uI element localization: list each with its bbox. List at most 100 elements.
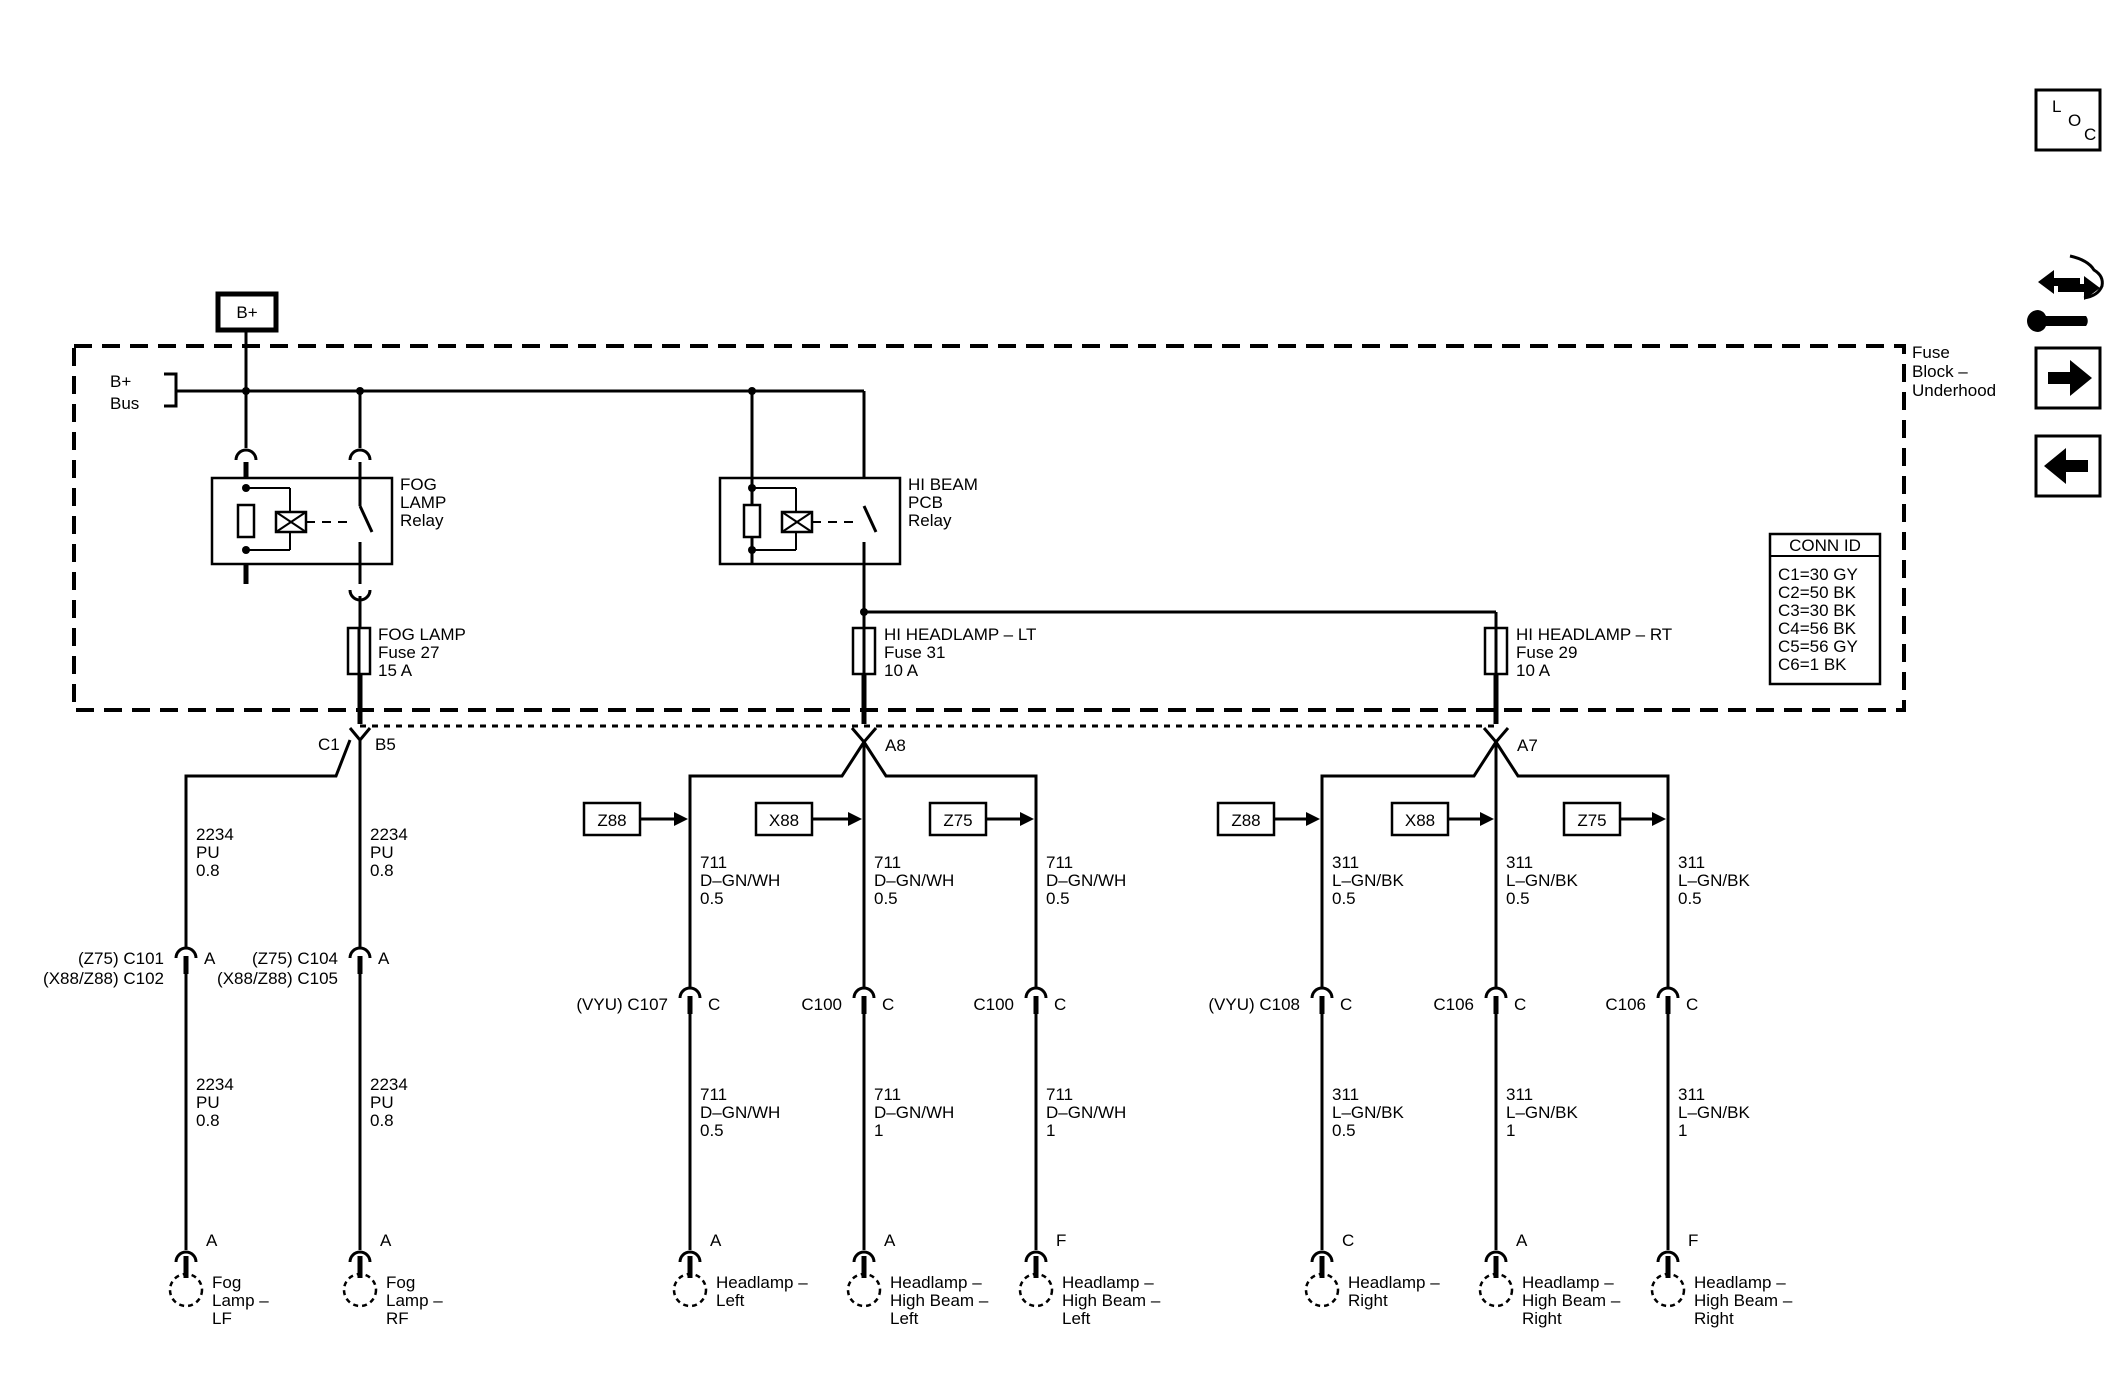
wire-label: 0.5	[1332, 889, 1356, 908]
component-outline	[342, 1272, 378, 1308]
wire-label: L–GN/BK	[1678, 871, 1750, 890]
connector-label: (Z75) C101	[78, 949, 164, 968]
wire-label: 711	[1046, 1085, 1073, 1104]
wire-label: 0.5	[1678, 889, 1702, 908]
load-label: Lamp –	[212, 1291, 269, 1310]
connector-label: (Z75) C104	[252, 949, 338, 968]
fuse3-number: Fuse 29	[1516, 643, 1577, 662]
option-label: Z88	[1231, 811, 1260, 830]
wire-label: 711	[874, 853, 901, 872]
wire-label: 0.5	[1506, 889, 1530, 908]
wire-label: L–GN/BK	[1506, 871, 1578, 890]
option-label: X88	[1405, 811, 1435, 830]
option-arrow	[848, 812, 862, 826]
wire-label: 311	[1332, 1085, 1359, 1104]
fuse1-number: Fuse 27	[378, 643, 439, 662]
load-component	[1650, 1250, 1686, 1308]
wire-label: 0.5	[874, 889, 898, 908]
load-label: RF	[386, 1309, 409, 1328]
load-label: Right	[1522, 1309, 1562, 1328]
option-box: Z88	[1216, 801, 1320, 837]
wire-label: L–GN/BK	[1332, 871, 1404, 890]
connector-pin: A	[204, 949, 216, 968]
load-label: High Beam –	[1694, 1291, 1793, 1310]
load-pin: F	[1688, 1231, 1698, 1250]
wire-label: 1	[1046, 1121, 1055, 1140]
wire-label: 0.5	[700, 889, 724, 908]
load-component	[1018, 1250, 1054, 1308]
connector-label: C100	[973, 995, 1014, 1014]
wire-label: L–GN/BK	[1332, 1103, 1404, 1122]
wire-label: 0.5	[1332, 1121, 1356, 1140]
wire-label: 2234	[196, 1075, 234, 1094]
wire-label: 311	[1332, 853, 1359, 872]
wire-label: PU	[196, 1093, 220, 1112]
load-component	[672, 1250, 708, 1308]
option-arrow	[1306, 812, 1320, 826]
bus-label-2: Bus	[110, 394, 139, 413]
fuse-fog-lamp	[346, 626, 372, 724]
wire-label: L–GN/BK	[1678, 1103, 1750, 1122]
load-label: Right	[1694, 1309, 1734, 1328]
connector-pin: C	[1514, 995, 1526, 1014]
pin-b5: B5	[375, 735, 396, 754]
fog-relay-label-3: Relay	[400, 511, 444, 530]
wrench-arrows-icon[interactable]	[2027, 254, 2104, 332]
fuse-block-label-2: Block –	[1912, 362, 1968, 381]
wire-label: 2234	[370, 825, 408, 844]
wire-label: L–GN/BK	[1506, 1103, 1578, 1122]
fuse2-number: Fuse 31	[884, 643, 945, 662]
load-label: Headlamp –	[716, 1273, 808, 1292]
load-pin: A	[1516, 1231, 1528, 1250]
connector-label: (VYU) C108	[1208, 995, 1300, 1014]
wire-label: 711	[874, 1085, 901, 1104]
wire-label: D–GN/WH	[700, 871, 780, 890]
pin-a8: A8	[885, 736, 906, 755]
load-component	[168, 1250, 204, 1308]
load-label: Fog	[386, 1273, 415, 1292]
connector-label: (X88/Z88) C102	[43, 969, 164, 988]
wire-label: 1	[1506, 1121, 1515, 1140]
fuse1-amps: 15 A	[378, 661, 413, 680]
load-component	[1304, 1250, 1340, 1308]
wire-label: 0.5	[1046, 889, 1070, 908]
fog-lamp-relay	[210, 391, 394, 628]
svg-text:L: L	[2052, 97, 2061, 116]
connector-symbol	[1310, 986, 1334, 999]
option-arrow	[674, 812, 688, 826]
connector-label: C100	[801, 995, 842, 1014]
option-label: Z75	[1577, 811, 1606, 830]
fuse-hi-headlamp-rt	[1483, 626, 1509, 724]
connector-pin: C	[1054, 995, 1066, 1014]
fuse3-name: HI HEADLAMP – RT	[1516, 625, 1672, 644]
conn-id-row: C3=30 BK	[1778, 601, 1857, 620]
load-pin: A	[710, 1231, 722, 1250]
loc-icon[interactable]: L O C	[2034, 88, 2102, 152]
load-label: Left	[716, 1291, 745, 1310]
wire-label: 0.8	[370, 1111, 394, 1130]
load-label: Headlamp –	[1694, 1273, 1786, 1292]
fuse-block-outline	[72, 344, 1906, 712]
load-pin: C	[1342, 1231, 1354, 1250]
connector-symbol	[852, 986, 876, 999]
wire-label: D–GN/WH	[700, 1103, 780, 1122]
arrow-left-icon[interactable]	[2034, 434, 2102, 498]
connector-pin: C	[708, 995, 720, 1014]
wire-label: PU	[370, 1093, 394, 1112]
wire-label: D–GN/WH	[1046, 1103, 1126, 1122]
load-pin: A	[884, 1231, 896, 1250]
load-label: Right	[1348, 1291, 1388, 1310]
option-arrow	[1020, 812, 1034, 826]
fuse2-amps: 10 A	[884, 661, 919, 680]
arrow-right-icon[interactable]	[2034, 346, 2102, 410]
connector-symbol	[174, 946, 198, 959]
fuse-block-label-1: Fuse	[1912, 343, 1950, 362]
pin-a7: A7	[1517, 736, 1538, 755]
conn-id-row: C1=30 GY	[1778, 565, 1858, 584]
fog-relay-label-2: LAMP	[400, 493, 446, 512]
svg-text:O: O	[2068, 111, 2081, 130]
wire-label: 711	[700, 1085, 727, 1104]
option-box: X88	[754, 801, 862, 837]
option-label: X88	[769, 811, 799, 830]
